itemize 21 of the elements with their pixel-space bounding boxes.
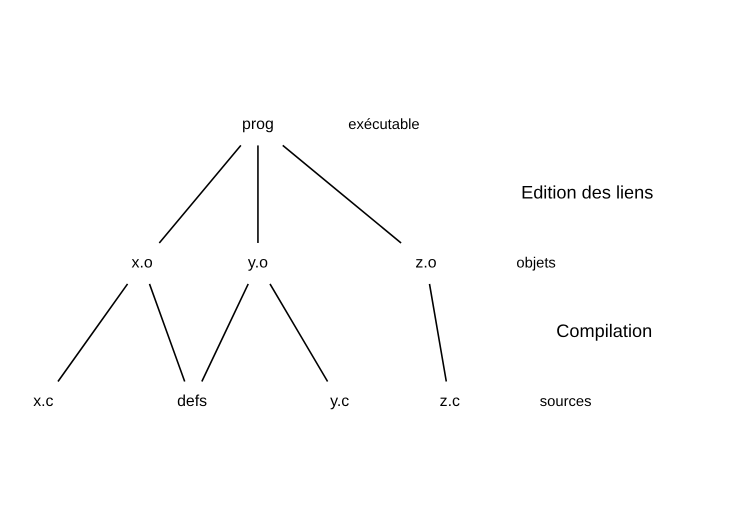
connector (57, 283, 128, 382)
label: Compilation (556, 321, 652, 342)
node-text: z.c (440, 393, 460, 410)
node-text: y.o (248, 254, 268, 272)
connector (282, 144, 402, 244)
node-text: prog (242, 116, 274, 134)
connector (148, 284, 186, 382)
connector (257, 145, 259, 243)
connector (201, 284, 249, 382)
node-text: x.o (132, 254, 153, 272)
node-text: defs (177, 393, 208, 410)
label: objets (516, 255, 556, 272)
node-text: z.o (415, 254, 437, 272)
connector (158, 144, 242, 244)
label: sources (540, 394, 592, 410)
label: exécutable (348, 116, 420, 133)
label: Edition des liens (521, 182, 654, 203)
node-text: y.c (330, 393, 350, 410)
connector (269, 284, 328, 382)
node-text: x.c (33, 393, 54, 410)
connector (428, 284, 448, 382)
